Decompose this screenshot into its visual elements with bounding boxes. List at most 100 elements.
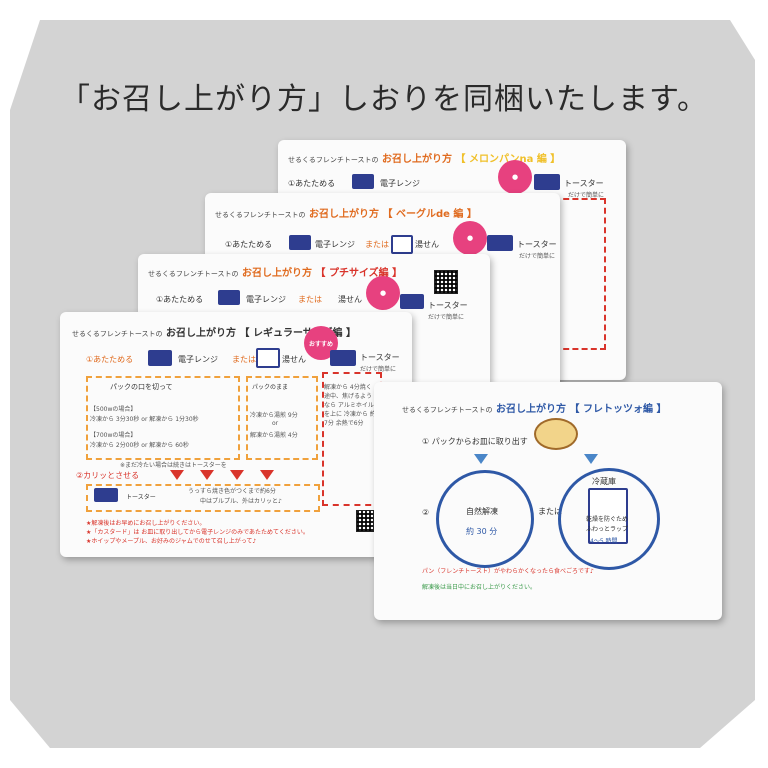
step1: ①あたためる — [225, 240, 273, 249]
toaster-icon — [487, 235, 513, 251]
arrow-down-icon — [474, 454, 488, 464]
toaster-note: だけで簡単に — [360, 366, 397, 373]
microwave-label: 電子レンジ — [315, 240, 355, 249]
still-cold-note: ※まだ冷たい場合は続きはトースターを — [120, 462, 227, 469]
toaster-note: だけで簡単に — [428, 314, 465, 321]
note2: ★「カスタード」は お皿に取り出してから電子レンジのみであたためてください。 — [86, 529, 309, 536]
recommend-badge: ● — [498, 160, 532, 194]
natural-label: 自然解凍 — [466, 507, 498, 516]
step1: ①あたためる — [288, 179, 336, 188]
card-prefix: せるくるフレンチトーストの — [288, 156, 379, 164]
card-edition: 【 メロンパンna 編 】 — [455, 154, 561, 165]
card-edition: 【 フレトッツォ編 】 — [569, 404, 667, 415]
card-prefix: せるくるフレンチトーストの — [148, 270, 239, 278]
hot-water-label: 湯せん — [338, 295, 362, 304]
toast-dashed-box — [86, 484, 320, 512]
card-title: お召し上がり方 — [166, 328, 236, 339]
or-label: または — [298, 295, 322, 304]
toaster-label: トースター — [360, 353, 400, 362]
toaster-icon — [94, 488, 118, 502]
card-prefix: せるくるフレンチトーストの — [215, 211, 306, 219]
or-label: または — [538, 507, 562, 516]
card-title: お召し上がり方 — [496, 404, 566, 415]
microwave-icon — [289, 235, 311, 250]
recommend-badge: ● — [453, 221, 487, 255]
arrow-down-icon — [260, 470, 274, 480]
arrow-down-icon — [230, 470, 244, 480]
hot-water-label: 湯せん — [415, 240, 439, 249]
card-prefix: せるくるフレンチトーストの — [402, 406, 493, 414]
natural-time: 約 30 分 — [466, 527, 498, 536]
arrow-down-icon — [200, 470, 214, 480]
qr-code — [356, 510, 374, 532]
toaster-label-2: トースター — [126, 494, 156, 501]
headline: 「お召し上がり方」しおりを同梱いたします。 — [60, 82, 708, 117]
fridge-circle — [558, 468, 660, 570]
toaster-icon — [330, 350, 356, 366]
qr-code — [434, 270, 458, 294]
toaster-label: トースター — [517, 240, 557, 249]
step2: ②カリッとさせる — [76, 471, 140, 480]
pack-cut-label: パックの口を切って — [110, 383, 173, 391]
card-title: お召し上がり方 — [382, 154, 452, 165]
w700-value: 冷凍から 2分00秒 or 解凍から 60秒 — [90, 442, 189, 449]
card-title: お召し上がり方 — [309, 209, 379, 220]
fridge-label: 冷蔵庫 — [592, 477, 616, 486]
french-toast-icon — [534, 418, 578, 450]
toaster-label: トースター — [428, 301, 468, 310]
w500-value: 冷凍から 3分30秒 or 解凍から 1分30秒 — [90, 416, 199, 423]
toaster-note: だけで簡単に — [568, 192, 605, 199]
or2-label: or — [272, 420, 279, 427]
w500-label: 【500wの場合】 — [90, 406, 137, 413]
hot-water-dashed-box — [246, 376, 318, 460]
toaster-icon — [534, 174, 560, 190]
card-regular: せるくるフレンチトーストの お召し上がり方 【 レギュラーサイズ編 】 ①あたた… — [60, 312, 412, 557]
natural-thaw-circle — [436, 470, 534, 568]
toaster-icon — [400, 294, 424, 309]
microwave-icon — [352, 174, 374, 189]
fridge-note1: 乾燥を防ぐため — [586, 516, 629, 523]
note1: パン（フレンチトースト）がやわらかくなったら食べごろです♪ — [422, 568, 594, 575]
arrow-down-icon — [170, 470, 184, 480]
toast-text-2: 中はプルプル、外はカリッと♪ — [200, 498, 282, 505]
toaster-steps: 解凍から 4分焼く 途中、焦げるようなら アルミホイルを上に 冷凍から 約7分 … — [324, 384, 376, 427]
card-edition: 【 プチサイズ編 】 — [315, 268, 403, 279]
pot-icon — [256, 348, 280, 368]
note3: ★ホイップやメープル、お好みのジャムでのせて召し上がって♪ — [86, 538, 257, 545]
card-edition: 【 レギュラーサイズ編 】 — [239, 328, 356, 339]
arrow-down-icon — [584, 454, 598, 464]
microwave-dashed-box — [86, 376, 240, 460]
boil2-label: 解凍から湯煎 4分 — [250, 432, 298, 439]
toaster-note: だけで簡単に — [519, 253, 556, 260]
toaster-label: トースター — [564, 179, 604, 188]
circle-num: ② — [422, 508, 430, 517]
pot-icon — [391, 235, 413, 254]
microwave-icon — [148, 350, 172, 366]
card-prefix: せるくるフレンチトーストの — [72, 330, 163, 338]
step1: ① パックからお皿に取り出す — [422, 437, 528, 446]
or-label: または — [232, 355, 256, 364]
microwave-icon — [218, 290, 240, 305]
step1: ①あたためる — [86, 355, 134, 364]
fridge-icon — [588, 488, 628, 544]
pack-keep-label: パックのまま — [252, 384, 289, 391]
fridge-time: 4〜5 時間 — [590, 538, 618, 545]
w700-label: 【700wの場合】 — [90, 432, 137, 439]
microwave-label: 電子レンジ — [178, 355, 218, 364]
fridge-note2: ふわっとラップ — [586, 526, 629, 533]
toast-text: うっすら焼き色がつくまで約6分 — [188, 488, 276, 495]
card-edition: 【 ベーグルde 編 】 — [382, 209, 477, 220]
step1: ①あたためる — [156, 295, 204, 304]
recommend-badge: ● — [366, 276, 400, 310]
card-title: お召し上がり方 — [242, 268, 312, 279]
note1: ★解凍後はお早めにお召し上がりください。 — [86, 520, 206, 527]
microwave-label: 電子レンジ — [246, 295, 286, 304]
hot-water-label: 湯せん — [282, 355, 306, 364]
or-label: または — [365, 240, 389, 249]
card-fratazzo: せるくるフレンチトーストの お召し上がり方 【 フレトッツォ編 】 ① パックか… — [374, 382, 722, 620]
boil1-label: 冷凍から湯煎 9分 — [250, 412, 298, 419]
microwave-label: 電子レンジ — [380, 179, 420, 188]
right-dashed-box — [554, 198, 606, 350]
note2: 解凍後は当日中にお召し上がりください。 — [422, 584, 537, 591]
